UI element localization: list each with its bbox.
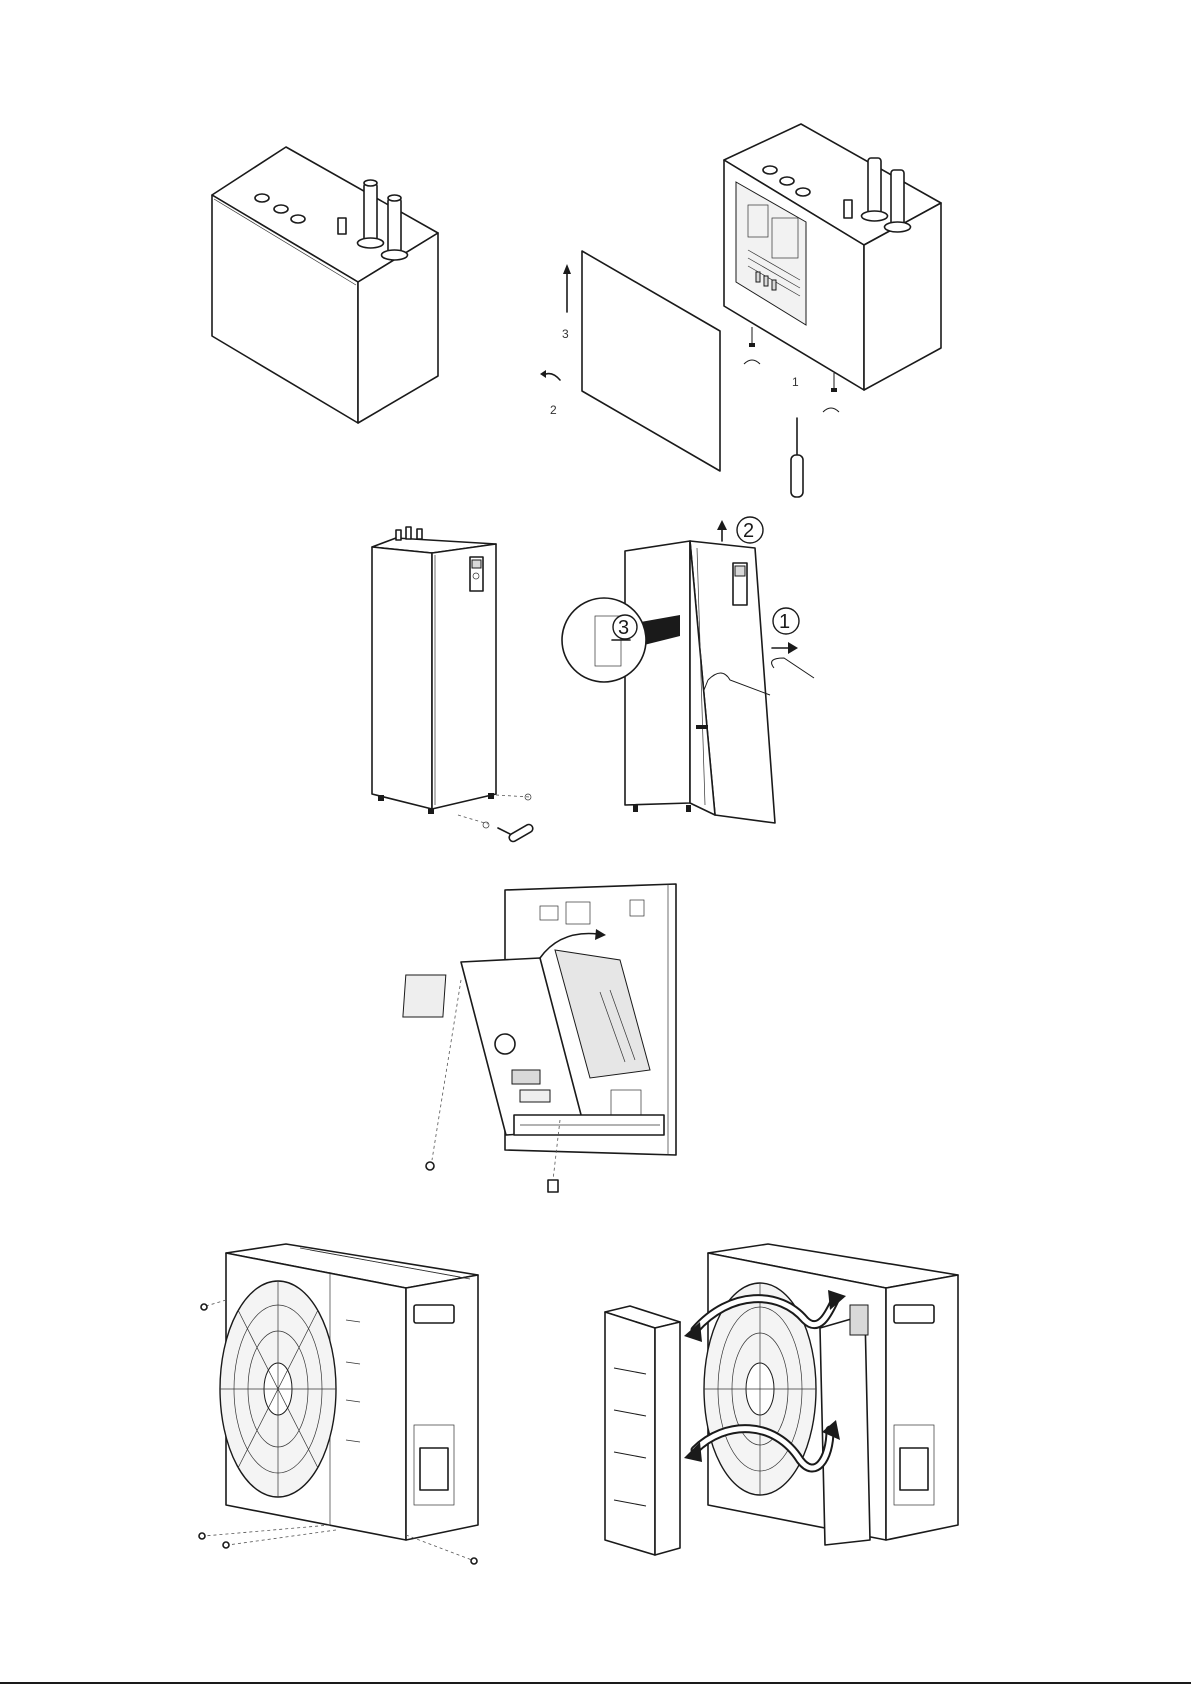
indoor-unit-closed <box>212 147 438 423</box>
step-1-label: 1 <box>792 375 799 389</box>
fan-grille-icon <box>220 1281 336 1497</box>
outdoor-unit-closed <box>199 1244 478 1564</box>
outdoor-unit-panel-removed <box>605 1244 958 1555</box>
step-1-circle-label: 1 <box>779 611 790 633</box>
step-2-label: 2 <box>550 403 557 417</box>
step-2-circle-label: 2 <box>743 520 754 542</box>
screwdriver-icon <box>498 823 534 843</box>
tall-unit-closed <box>372 527 534 843</box>
control-box-open <box>403 884 676 1192</box>
screwdriver-icon <box>791 418 803 497</box>
front-panel-removed: 3 2 <box>540 251 720 471</box>
step-3-label: 3 <box>562 327 569 341</box>
tall-unit-panel-removal: 2 1 3 <box>562 517 814 823</box>
indoor-unit-open: 1 <box>724 124 941 497</box>
step-3-circle-label: 3 <box>618 617 629 639</box>
